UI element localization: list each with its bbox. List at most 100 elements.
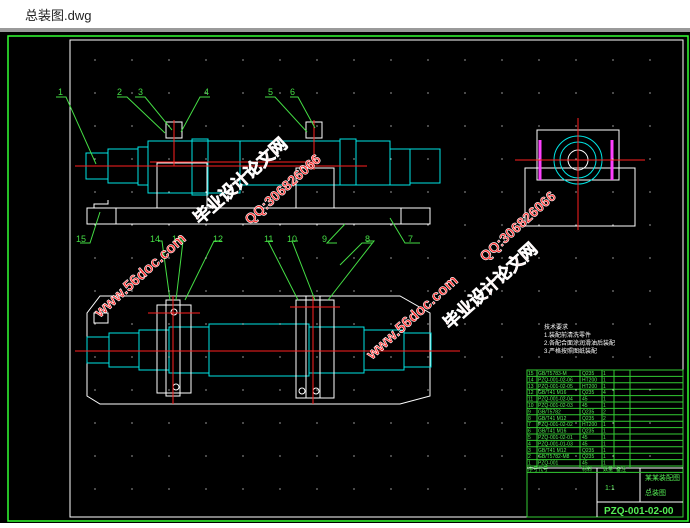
grid-dot [242, 224, 244, 226]
grid-dot [353, 257, 355, 259]
grid-dot [94, 323, 96, 325]
grid-dot [575, 257, 577, 259]
drawing-canvas[interactable]: 1 2 3 4 5 6 7 8 9 10 11 12 13 14 15 技术要求… [0, 32, 690, 523]
grid-dot [353, 59, 355, 61]
grid-dot [575, 389, 577, 391]
table-cell: 1 [603, 371, 606, 377]
table-cell: 3 [528, 448, 531, 454]
table-cell: HT200 [582, 422, 597, 428]
grid-dot [242, 290, 244, 292]
parts-table [526, 369, 684, 518]
inner-frame [69, 39, 684, 518]
grid-dot [427, 92, 429, 94]
grid-dot [353, 323, 355, 325]
cad-drawing: 1 2 3 4 5 6 7 8 9 10 11 12 13 14 15 技术要求… [7, 35, 689, 522]
grid-dot [390, 455, 392, 457]
table-cell: GB/T41 M16 [538, 390, 567, 396]
grid-dot [353, 389, 355, 391]
balloon-7: 7 [408, 234, 413, 244]
grid-dot [242, 125, 244, 127]
table-cell: 1 [603, 448, 606, 454]
grid-dot [427, 125, 429, 127]
grid-dot [427, 290, 429, 292]
grid-dot [612, 323, 614, 325]
grid-dot [316, 191, 318, 193]
title-block: 某某装配图 总装图 1:1 PZQ-001-02-00 [604, 473, 680, 517]
title-bar: 总装图.dwg [0, 0, 690, 28]
grid-dot [316, 224, 318, 226]
table-cell: 45 [582, 461, 588, 467]
title-block-sub: 总装图 [645, 488, 666, 497]
table-cell: 2 [603, 416, 606, 422]
grid-dot [649, 290, 651, 292]
grid-dot [612, 191, 614, 193]
table-cell: 45 [582, 403, 588, 409]
plan-view [75, 295, 460, 405]
grid-dot [353, 356, 355, 358]
table-cell: 10 [528, 403, 534, 409]
grid-dot [612, 488, 614, 490]
grid-dot [353, 455, 355, 457]
table-cell: GB/T41 M12 [538, 416, 567, 422]
grid-dot [612, 224, 614, 226]
table-cell: HT200 [582, 377, 597, 383]
grid-dot [131, 323, 133, 325]
table-cell: 1 [603, 454, 606, 460]
grid-dot [649, 422, 651, 424]
grid-dot [279, 323, 281, 325]
grid-dot [168, 455, 170, 457]
grid-dot [612, 455, 614, 457]
grid-dot [168, 92, 170, 94]
table-cell: GB/T5783-M [538, 371, 567, 377]
grid-dot [612, 356, 614, 358]
table-cell: 45 [582, 397, 588, 403]
grid-dot [612, 389, 614, 391]
grid-dot [427, 224, 429, 226]
grid-dot [205, 224, 207, 226]
table-cell: 15 [528, 371, 534, 377]
grid-dot [168, 488, 170, 490]
grid-dot [575, 323, 577, 325]
grid-dot [353, 125, 355, 127]
grid-dot [131, 422, 133, 424]
grid-dot [575, 488, 577, 490]
table-cell: 2 [603, 409, 606, 415]
grid-dot [168, 389, 170, 391]
table-cell: 1 [603, 429, 606, 435]
grid-dot [94, 158, 96, 160]
scale: 1:1 [605, 485, 615, 492]
grid-dot [390, 290, 392, 292]
grid-dot [649, 389, 651, 391]
grid-dot [316, 422, 318, 424]
grid-dot [575, 158, 577, 160]
grid-dot [94, 488, 96, 490]
grid-dot [279, 455, 281, 457]
drawing-number: PZQ-001-02-00 [604, 506, 674, 517]
grid-dot [501, 158, 503, 160]
grid-dot [205, 488, 207, 490]
grid-dot [390, 158, 392, 160]
grid-dot [649, 356, 651, 358]
table-cell: PZQ-001-02-06 [538, 377, 573, 383]
grid-dot [353, 290, 355, 292]
table-cell: 11 [528, 397, 533, 403]
grid-dot [464, 488, 466, 490]
grid-dot [131, 125, 133, 127]
grid-dot [279, 356, 281, 358]
grid-dot [242, 158, 244, 160]
table-cell: 1 [603, 441, 606, 447]
grid-dot [427, 323, 429, 325]
grid-dot [538, 59, 540, 61]
tech-notes-heading: 技术要求 [544, 323, 568, 331]
grid-dot [353, 422, 355, 424]
grid-dot [168, 158, 170, 160]
grid-dot [612, 158, 614, 160]
grid-dot [94, 257, 96, 259]
grid-dot [279, 92, 281, 94]
grid-dot [612, 125, 614, 127]
table-cell: 4 [528, 441, 531, 447]
table-cell: PZQ-001-02-05 [538, 384, 573, 390]
grid-dot [501, 224, 503, 226]
table-cell: GB/T5782 [538, 409, 561, 415]
grid-dot [649, 224, 651, 226]
